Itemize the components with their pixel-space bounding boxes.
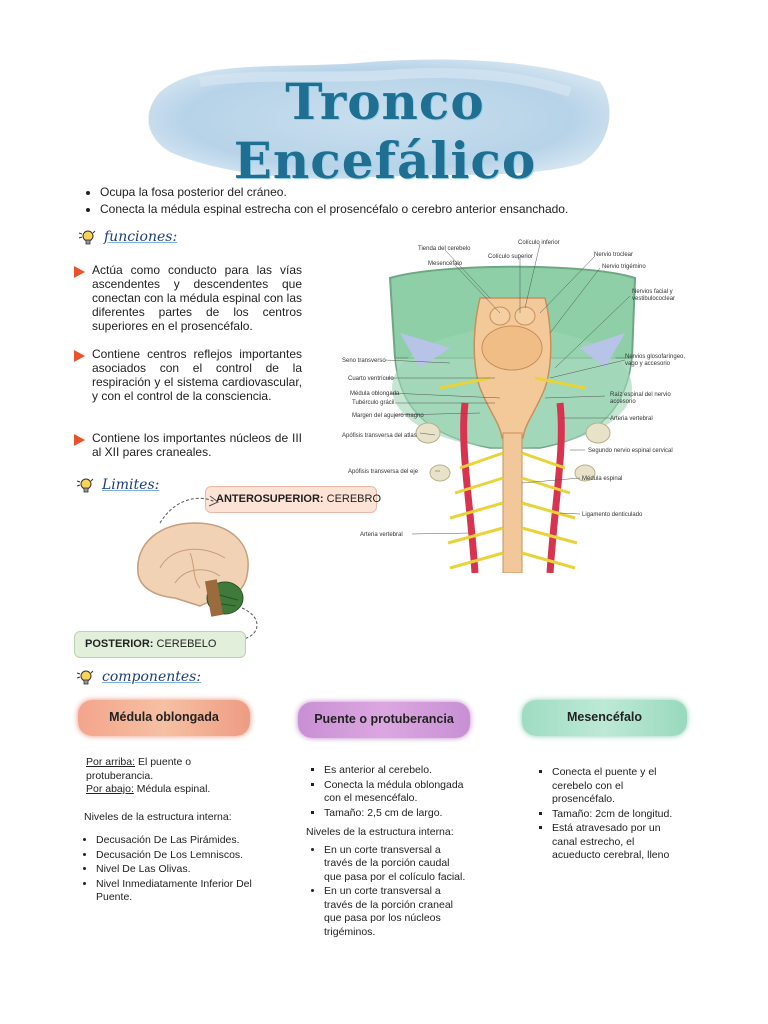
mesencefalo-column: Conecta el puente y el cerebelo con el p… [534,766,684,864]
medula-nivel-item: Decusación De Los Lemniscos. [96,849,256,863]
label-mesencefalo: Mesencéfalo [428,261,463,267]
mesencefalo-item: Tamaño: 2cm de longitud. [552,808,684,822]
label-coliculo-inferior: Colículo inferior [518,240,560,246]
mesencefalo-badge: Mesencéfalo [522,700,687,736]
intro-list: Ocupa la fosa posterior del cráneo. Cone… [78,184,700,218]
puente-nivel-item: En un corte transversal a través de la p… [324,844,466,885]
label-medula-espinal: Médula espinal [582,476,622,482]
medula-nivel-item: Decusación De Las Pirámides. [96,834,256,848]
limites-heading: Limites: [74,476,159,494]
label-arteria-vertebral-2: Arteria vertebral [360,532,403,538]
puente-item: Es anterior al cerebelo. [324,764,466,778]
label-tuberculo-gracil: Tubérculo grácil [352,400,394,406]
label-ligamento-denticulado: Ligamento denticulado [582,512,643,518]
puente-badge: Puente o protuberancia [298,702,470,738]
mesencefalo-item: Está atravesado por un canal estrecho, e… [552,822,684,863]
puente-nivel-item: En un corte transversal a través de la p… [324,885,466,939]
medula-oblongada-badge: Médula oblongada [78,700,250,736]
label-nervio-trigemino: Nervio trigémino [602,264,646,270]
funcion-item: Contiene centros reflejos importantes as… [74,347,302,403]
puente-column: Es anterior al cerebelo. Conecta la médu… [306,764,466,940]
por-abajo-value: Médula espinal. [133,783,211,795]
lightbulb-icon [76,670,94,685]
medula-niveles-label: Niveles de la estructura interna: [84,810,232,823]
mesencefalo-item: Conecta el puente y el cerebelo con el p… [552,766,684,807]
anterosuperior-value: CEREBRO [323,493,382,505]
title-watercolor-background [148,59,610,179]
limites-heading-label: Limites: [102,477,160,493]
label-medula-oblongada: Médula oblongada [350,391,400,397]
label-nervios-glosofaringeo: Nervios glosofaríngeo, [625,354,685,360]
componentes-heading: componentes: [74,668,201,686]
label-accesorio: accesorio [610,399,636,405]
triangle-bullet-icon [74,350,85,362]
label-raiz-espinal: Raíz espinal del nervio [610,392,671,398]
label-apofisis-atlas: Apófisis transversa del atlas [342,433,417,439]
label-nervio-troclear: Nervio troclear [594,252,633,258]
label-nervios-facial: Nervios facial y [632,289,673,295]
anterosuperior-box: ANTEROSUPERIOR: CEREBRO [205,486,381,513]
componentes-heading-label: componentes: [102,669,202,685]
label-apofisis-eje: Apófisis transversa del eje [348,469,419,475]
label-margen-agujero-magno: Margen del agujero magno [352,413,424,419]
label-cuarto-ventriculo: Cuarto ventrículo [348,376,394,382]
funciones-heading: funciones: [76,228,177,246]
label-arteria-vertebral: Arteria vertebral [610,416,653,422]
label-coliculo-superior: Colículo superior [488,254,533,260]
por-arriba-key: Por arriba: [86,756,136,768]
puente-item: Tamaño: 2,5 cm de largo. [324,807,466,821]
medula-column: Por arriba: El puente o protuberancia. P… [84,756,256,906]
anterosuperior-key: ANTEROSUPERIOR: [216,493,324,505]
medula-nivel-item: Nivel De Las Olivas. [96,863,256,877]
puente-niveles-label: Niveles de la estructura interna: [306,826,454,838]
triangle-bullet-icon [74,266,85,278]
label-tienda-cerebelo: Tienda del cerebelo [418,246,471,252]
label-vestibulococlear: vestibulococlear [632,296,675,302]
funcion-item: Actúa como conducto para las vías ascend… [74,263,302,333]
por-abajo-key: Por abajo: [86,783,134,795]
puente-item: Conecta la médula oblongada con el mesen… [324,779,466,806]
posterior-value: CEREBELO [153,638,217,650]
label-segundo-nervio: Segundo nervio espinal cervical [588,448,673,454]
funciones-heading-label: funciones: [104,229,178,245]
lightbulb-icon [78,230,96,245]
funcion-item: Contiene los importantes núcleos de III … [74,431,302,459]
triangle-bullet-icon [74,434,85,446]
label-vago-accesorio: vago y accesorio [625,361,671,367]
posterior-key: POSTERIOR: [85,638,154,650]
intro-item: Conecta la médula espinal estrecha con e… [100,201,700,218]
por-arriba-value: El puente o protuberancia. [86,756,192,782]
brainstem-anatomy-diagram: Tienda del cerebelo Colículo inferior Ne… [342,240,685,573]
page-title: Tronco Encefálico [233,72,537,190]
brain-illustration [137,495,258,646]
medula-nivel-item: Nivel Inmediatamente Inferior Del Puente… [96,878,256,905]
intro-item: Ocupa la fosa posterior del cráneo. [100,184,700,201]
posterior-box: POSTERIOR: CEREBELO [74,631,246,658]
lightbulb-icon [76,478,94,493]
label-seno-transverso: Seno transverso [342,358,386,364]
